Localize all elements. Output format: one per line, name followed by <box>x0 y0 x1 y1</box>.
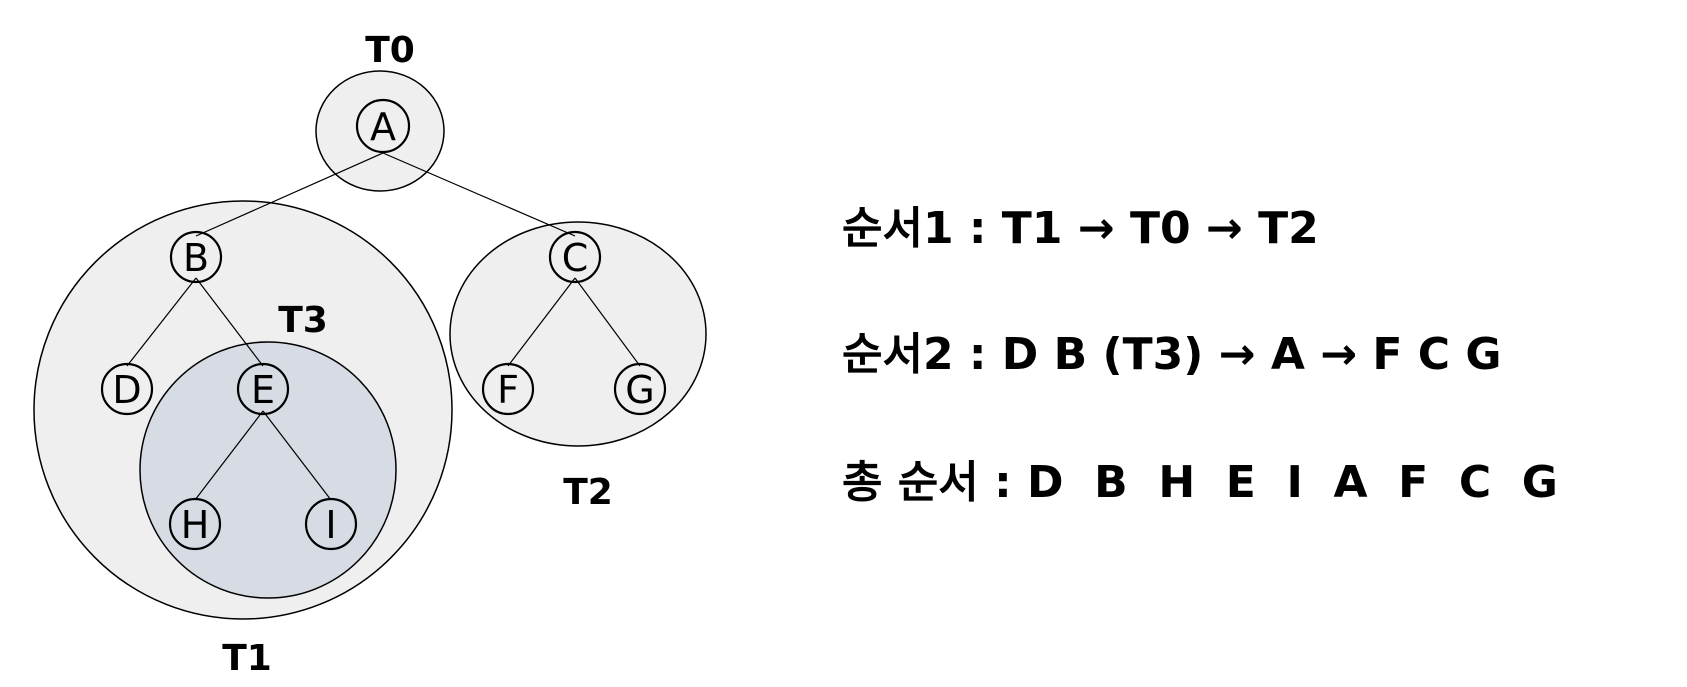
node-a: A <box>355 98 411 154</box>
order-2-text: 순서2 : D B (T3) → A → F C G <box>842 329 1502 380</box>
node-h-label: H <box>181 503 210 547</box>
subtree-t3-label: T3 <box>278 300 328 341</box>
node-f: F <box>481 362 535 416</box>
node-a-label: A <box>370 105 396 149</box>
subtree-t0-label: T0 <box>365 30 415 71</box>
node-d: D <box>100 362 154 416</box>
subtree-t0-region <box>315 70 445 192</box>
edge-e-h <box>194 410 264 501</box>
subtree-t2-label: T2 <box>563 472 613 513</box>
node-i-label: I <box>325 503 336 547</box>
total-order-text: 총 순서 : D B H E I A F C G <box>842 457 1558 508</box>
edge-b-e <box>195 277 264 367</box>
node-f-label: F <box>497 368 519 412</box>
node-b-label: B <box>183 236 209 280</box>
subtree-t3-region <box>139 341 397 599</box>
edge-e-i <box>262 410 332 501</box>
node-d-label: D <box>112 368 141 412</box>
subtree-t2-region <box>449 221 707 447</box>
subtree-t1-label: T1 <box>222 638 272 679</box>
order-1-text: 순서1 : T1 → T0 → T2 <box>842 203 1319 254</box>
edge-c-f <box>507 277 576 367</box>
node-i: I <box>304 497 358 551</box>
node-c-label: C <box>562 236 589 280</box>
node-h: H <box>168 497 222 551</box>
node-g: G <box>613 362 667 416</box>
node-g-label: G <box>625 368 654 412</box>
edge-c-g <box>574 277 641 367</box>
node-e: E <box>236 362 290 416</box>
binary-tree-diagram: A B C D E F G H I T0 T3 T2 T1 <box>33 30 707 679</box>
edge-b-d <box>126 277 197 367</box>
node-c: C <box>548 230 602 284</box>
edge-a-b <box>195 152 384 237</box>
edge-a-c <box>382 152 576 237</box>
node-e-label: E <box>251 368 275 412</box>
node-b: B <box>169 230 223 284</box>
